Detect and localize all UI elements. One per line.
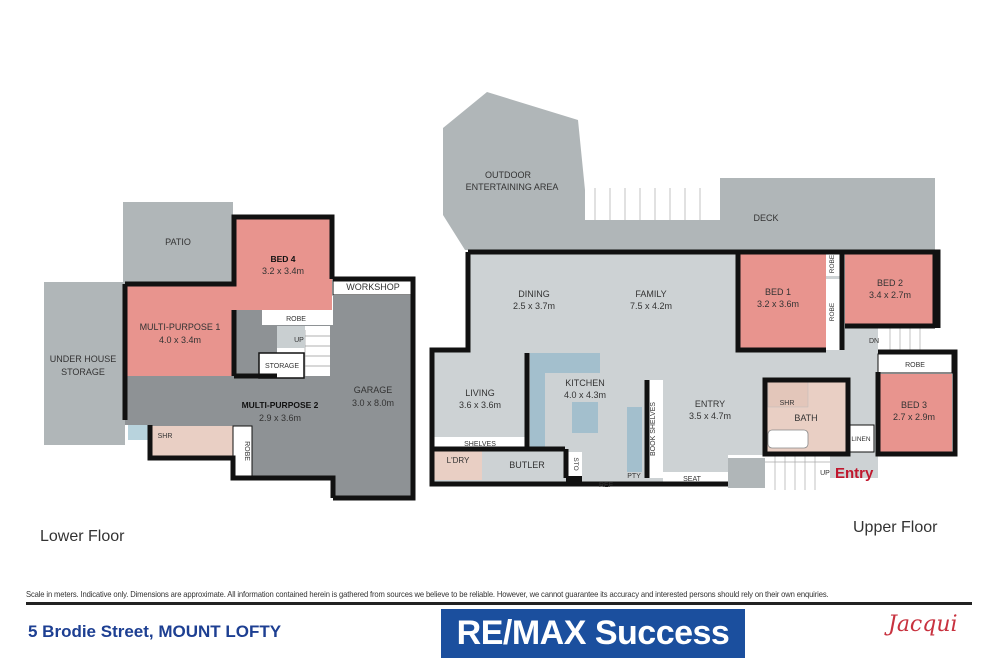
- entry-label: ENTRY: [695, 399, 725, 409]
- bed-3-size: 2.7 x 2.9m: [893, 412, 935, 422]
- bed-1-size: 3.2 x 3.6m: [757, 299, 799, 309]
- landing: [277, 326, 305, 348]
- deck-label: DECK: [753, 213, 778, 223]
- kitchen-cooktop-bench: [627, 407, 642, 472]
- agent-signature: Jacqui: [888, 612, 958, 637]
- bed-2-size: 3.4 x 2.7m: [869, 290, 911, 300]
- bed-4-size: 3.2 x 3.4m: [262, 266, 304, 276]
- linen-label: LINEN: [851, 436, 870, 443]
- robe-c-label: ROBE: [905, 362, 925, 369]
- upper-floor-label: Upper Floor: [853, 519, 938, 536]
- outdoor-label-2: ENTERTAINING AREA: [466, 182, 559, 192]
- pty-label: PTY: [627, 473, 641, 480]
- shower-room: [150, 426, 233, 456]
- under-house-storage-area: [44, 282, 125, 445]
- robe-side-label: ROBE: [243, 441, 250, 461]
- workshop-label: WORKSHOP: [346, 282, 400, 292]
- upper-floor-plan: OUTDOOR ENTERTAINING AREA DECK DINING 2.…: [429, 92, 958, 490]
- kitchen-size: 4.0 x 4.3m: [564, 390, 606, 400]
- family-size: 7.5 x 4.2m: [630, 301, 672, 311]
- entry-stairs: [765, 455, 830, 490]
- sto-cupboard: [566, 452, 582, 476]
- bed-3-room: [878, 374, 952, 452]
- kitchen-label: KITCHEN: [565, 378, 605, 388]
- linen-room: [848, 424, 875, 453]
- dining-label: DINING: [518, 289, 550, 299]
- book-shelves-label: BOOK SHELVES: [650, 402, 657, 456]
- multi-purpose-2-label: MULTI-PURPOSE 2: [242, 400, 319, 410]
- book-shelves-unit: [647, 380, 663, 478]
- butler-label: BUTLER: [509, 460, 545, 470]
- dining-size: 2.5 x 3.7m: [513, 301, 555, 311]
- robe-b-label: ROBE: [829, 302, 836, 321]
- entry-marker: Entry: [835, 465, 874, 482]
- footer-divider: [26, 602, 972, 605]
- garage-size: 3.0 x 8.0m: [352, 398, 394, 408]
- outdoor-label-1: OUTDOOR: [485, 170, 531, 180]
- robe-a-label: ROBE: [829, 254, 836, 273]
- bathtub: [767, 429, 809, 449]
- storage-label: STORAGE: [265, 363, 299, 370]
- under-house-label-2: STORAGE: [61, 367, 105, 377]
- bed-4-room: [234, 217, 332, 310]
- sto-label: STO: [572, 457, 579, 470]
- seat-label: SEAT: [683, 476, 701, 483]
- shelves-label: SHELVES: [464, 441, 496, 448]
- bed-2-label: BED 2: [877, 278, 903, 288]
- up-label-upper: UP: [820, 470, 830, 477]
- bed-1-room: [738, 253, 826, 350]
- patio-label: PATIO: [165, 237, 191, 247]
- bath-label: BATH: [794, 413, 817, 423]
- bed-1-label: BED 1: [765, 287, 791, 297]
- ref-label: REF: [599, 482, 613, 489]
- stairs-down: [880, 328, 935, 352]
- laundry-room: [432, 450, 482, 480]
- dn-label: DN: [869, 338, 879, 345]
- living-label: LIVING: [465, 388, 495, 398]
- bed-4-label: BED 4: [270, 254, 295, 264]
- bed-2-room: [845, 253, 935, 326]
- deck-stairs: [585, 188, 720, 220]
- kitchen-island: [572, 402, 598, 433]
- kitchen-bench: [530, 353, 600, 452]
- entry-landing: [728, 458, 765, 488]
- garage-label: GARAGE: [354, 385, 393, 395]
- remax-logo: RE/MAX Success: [441, 609, 745, 658]
- disclaimer-text: Scale in meters. Indicative only. Dimens…: [26, 589, 829, 599]
- multi-purpose-1-label: MULTI-PURPOSE 1: [140, 322, 221, 332]
- living-size: 3.6 x 3.6m: [459, 400, 501, 410]
- ldry-label: L'DRY: [447, 456, 470, 465]
- lower-floor-label: Lower Floor: [40, 528, 125, 545]
- property-address: 5 Brodie Street, MOUNT LOFTY: [28, 622, 282, 641]
- shr-label-upper: SHR: [780, 400, 795, 407]
- garage-room: [333, 295, 413, 498]
- family-label: FAMILY: [635, 289, 666, 299]
- multi-purpose-1-room: [125, 284, 234, 376]
- butler-pantry: [485, 450, 565, 480]
- robe-label: ROBE: [286, 316, 306, 323]
- shower: [767, 381, 809, 408]
- entry-size: 3.5 x 4.7m: [689, 411, 731, 421]
- shr-label: SHR: [158, 433, 173, 440]
- robe-a-room: [826, 253, 842, 276]
- robe-room: [262, 310, 330, 325]
- tile-area: [128, 425, 150, 440]
- column: [566, 476, 582, 486]
- lower-floor-plan: UNDER HOUSE STORAGE PATIO MULTI-PURPOSE …: [44, 202, 416, 501]
- outdoor-entertaining-and-deck-area: [443, 92, 935, 250]
- multi-purpose-2-size: 2.9 x 3.6m: [259, 413, 301, 423]
- robe-b-room: [826, 279, 842, 350]
- seat-unit: [663, 472, 728, 484]
- shelves-unit: [433, 437, 527, 448]
- bed-3-label: BED 3: [901, 400, 927, 410]
- under-house-label-1: UNDER HOUSE: [50, 354, 117, 364]
- multi-purpose-1-size: 4.0 x 3.4m: [159, 335, 201, 345]
- up-label: UP: [294, 337, 304, 344]
- patio-area: [123, 202, 233, 284]
